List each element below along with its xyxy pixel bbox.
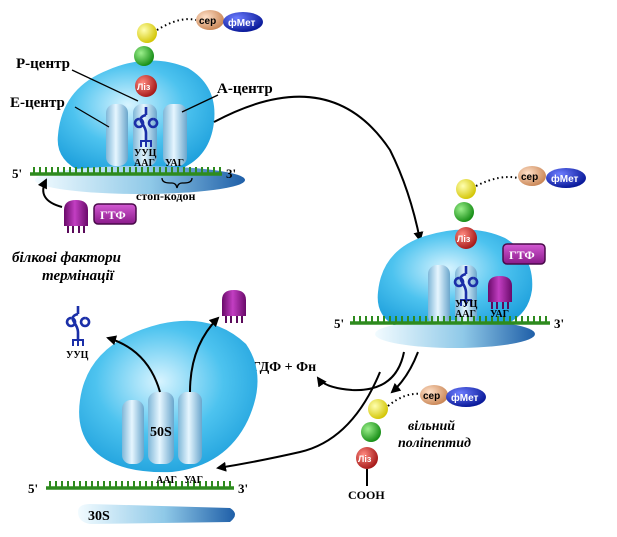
lys-amino-acid-icon-right xyxy=(455,227,477,249)
three-prime-label-bottom: 3' xyxy=(238,481,248,496)
release-factor-icon-tl xyxy=(63,199,89,234)
lys-amino-acid-icon xyxy=(135,75,157,97)
yellow-amino-acid-icon-free xyxy=(368,399,388,419)
fmet-amino-acid-icon-free xyxy=(446,387,486,407)
green-amino-acid-icon-right xyxy=(454,202,474,222)
gtp-badge-right xyxy=(502,243,546,265)
yellow-amino-acid-icon-right xyxy=(456,179,476,199)
ser-amino-acid-icon-free xyxy=(420,385,448,405)
e-site-cylinder xyxy=(106,104,128,166)
subunit-50s-label: 50S xyxy=(150,425,172,440)
subunit-30s-label: 30S xyxy=(88,509,110,524)
free-polypeptide-label-1: вільний xyxy=(408,419,455,434)
ribosome-small-subunit-right xyxy=(375,320,535,348)
cylinder-2-bottom xyxy=(148,392,174,464)
codon-p-label-right: ААГ xyxy=(455,309,476,320)
panel-bottom-left: 50S 5' 3' ААГ УАГ 30S УУЦ xyxy=(28,289,258,524)
anticodon-label-right: УУЦ xyxy=(455,299,478,310)
fmet-label-free: фМет xyxy=(451,392,479,404)
lys-amino-acid-icon-free xyxy=(356,447,378,469)
free-polypeptide-label-2: поліпептид xyxy=(398,436,471,451)
codon-p-label-tl: ААГ xyxy=(134,158,155,169)
gtp-badge-tl xyxy=(93,203,137,225)
arrow-right-to-bottom xyxy=(216,371,381,472)
p-site-label: Р-центр xyxy=(16,56,70,72)
green-amino-acid-icon-free xyxy=(361,422,381,442)
cylinder-1-bottom xyxy=(122,400,144,464)
fmet-amino-acid-icon xyxy=(223,12,263,32)
stop-codon-label: стоп-кодон xyxy=(136,189,195,203)
arrow-factor-to-ribosome xyxy=(37,178,63,208)
green-amino-acid-icon xyxy=(134,46,154,66)
codon-p-label-bottom: ААГ xyxy=(156,475,177,486)
arrow-top-to-right xyxy=(213,95,424,242)
fmet-label-right: фМет xyxy=(551,173,579,185)
arrow-trna-release xyxy=(106,335,161,393)
three-prime-label-right: 3' xyxy=(554,316,564,331)
codon-a-label-right: УАГ xyxy=(490,309,509,320)
gdp-pi-label: ГДФ + Фн xyxy=(252,360,316,375)
cooh-label: COOH xyxy=(348,488,385,502)
arrow-factor-release xyxy=(189,316,220,393)
a-site-cylinder xyxy=(163,104,187,166)
a-site-pointer xyxy=(181,94,219,113)
five-prime-label-tl: 5' xyxy=(12,166,22,181)
polypeptide-chain-right xyxy=(454,166,586,249)
stop-codon-brace xyxy=(161,177,193,189)
ser-label-tl: сер xyxy=(199,16,216,27)
lys-label-free: Ліз xyxy=(358,454,372,464)
ser-label-right: сер xyxy=(521,172,538,183)
released-anticodon-label: УУЦ xyxy=(66,350,89,361)
mrna-strand-right xyxy=(350,316,550,325)
arrow-to-gdp xyxy=(316,351,405,392)
five-prime-label-right: 5' xyxy=(334,316,344,331)
subunit-30s xyxy=(78,504,235,524)
panel-right: ГТФ 5' 3' УУЦ ААГ УАГ сер фМет Ліз xyxy=(334,166,586,348)
lys-label-right: Ліз xyxy=(457,234,471,244)
mrna-strand-bottom xyxy=(46,481,234,490)
released-trna-icon xyxy=(65,304,91,348)
free-polypeptide xyxy=(356,385,486,486)
polypeptide-chain-tl xyxy=(134,10,263,97)
ser-amino-acid-icon xyxy=(196,10,224,30)
five-prime-label-bottom: 5' xyxy=(28,481,38,496)
gtp-label-right: ГТФ xyxy=(509,248,535,262)
e-site-label: Е-центр xyxy=(10,95,65,111)
release-factors-label-1: білкові фактори xyxy=(12,250,121,266)
anticodon-label-tl: УУЦ xyxy=(134,148,157,159)
fmet-amino-acid-icon-right xyxy=(546,168,586,188)
a-site-label: А-центр xyxy=(217,81,273,97)
cylinder-3-bottom xyxy=(178,392,202,464)
arrow-to-free-polypeptide xyxy=(390,351,419,394)
lys-label-tl: Ліз xyxy=(137,82,151,92)
codon-a-label-tl: УАГ xyxy=(165,158,184,169)
ser-label-free: сер xyxy=(423,391,440,402)
three-prime-label-tl: 3' xyxy=(226,166,236,181)
release-factors-label-2: термінації xyxy=(42,268,115,284)
e-site-pointer xyxy=(74,106,110,128)
p-site-pointer xyxy=(71,69,139,102)
panel-top-left: 5' 3' УУЦ ААГ УАГ стоп-кодон сер фМет Лі… xyxy=(10,10,273,284)
ser-amino-acid-icon-right xyxy=(518,166,546,186)
fmet-label-tl: фМет xyxy=(228,17,256,29)
yellow-amino-acid-icon xyxy=(137,23,157,43)
p-site-cylinder-right xyxy=(428,265,450,325)
gtp-label-tl: ГТФ xyxy=(100,208,126,222)
codon-a-label-bottom: УАГ xyxy=(184,475,203,486)
mrna-strand-tl xyxy=(30,167,222,176)
released-factor-icon xyxy=(221,289,247,324)
